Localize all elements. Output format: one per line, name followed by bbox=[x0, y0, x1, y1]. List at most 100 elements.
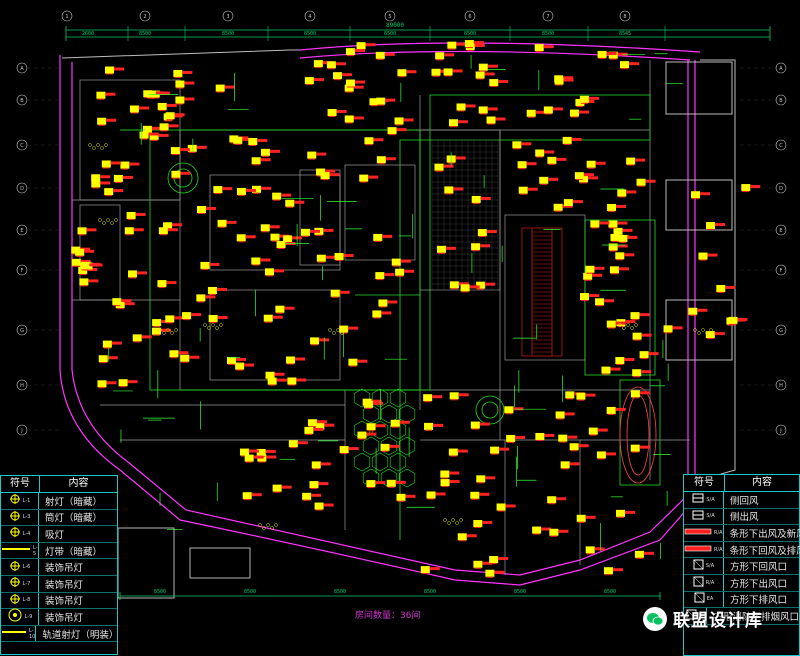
light-fixture-underline bbox=[81, 269, 89, 271]
light-fixture-tag bbox=[196, 206, 216, 215]
light-fixture-tag bbox=[535, 432, 555, 441]
light-fixture-tag bbox=[330, 289, 350, 298]
pendant-dot bbox=[106, 218, 110, 222]
light-fixture-label-bar bbox=[563, 78, 574, 82]
light-fixture-symbol bbox=[120, 161, 130, 169]
light-fixture-underline bbox=[346, 86, 354, 88]
light-fixture-underline bbox=[268, 384, 276, 386]
light-fixture-label-bar bbox=[166, 103, 177, 107]
light-fixture-symbol bbox=[440, 479, 450, 487]
light-fixture-tag bbox=[490, 446, 510, 455]
light-fixture-symbol bbox=[526, 109, 536, 117]
light-fixture-underline bbox=[435, 170, 443, 172]
light-fixture-label-bar bbox=[485, 476, 496, 480]
light-fixture-tag bbox=[242, 492, 262, 501]
light-fixture-symbol bbox=[315, 422, 325, 430]
light-fixture-symbol bbox=[376, 97, 386, 105]
light-fixture-tag bbox=[380, 443, 400, 452]
light-fixture-symbol bbox=[242, 492, 252, 500]
light-fixture-underline bbox=[513, 148, 521, 150]
light-fixture-symbol bbox=[473, 520, 483, 528]
light-fixture-tag bbox=[558, 434, 578, 443]
light-fixture-underline bbox=[580, 102, 588, 104]
light-fixture-underline bbox=[237, 241, 245, 243]
light-fixture-tag bbox=[630, 390, 650, 399]
light-fixture-label-bar bbox=[715, 223, 726, 227]
light-fixture-tag bbox=[532, 526, 552, 535]
light-fixture-symbol bbox=[364, 137, 374, 145]
light-fixture-underline bbox=[78, 234, 86, 236]
light-fixture-symbol bbox=[276, 241, 286, 249]
light-fixture-tag bbox=[126, 211, 146, 220]
pendant-dot bbox=[88, 143, 92, 147]
light-fixture-underline bbox=[427, 498, 435, 500]
light-fixture-underline bbox=[689, 314, 697, 316]
light-fixture-tag bbox=[535, 149, 555, 158]
pendant-dot bbox=[630, 326, 634, 330]
light-fixture-label-bar bbox=[160, 328, 171, 332]
light-fixture-tag bbox=[311, 461, 331, 470]
light-fixture-tag bbox=[549, 528, 569, 537]
light-fixture-underline bbox=[153, 326, 161, 328]
light-fixture-underline bbox=[106, 73, 114, 75]
light-fixture-underline bbox=[188, 151, 196, 153]
light-fixture-label-bar bbox=[648, 352, 659, 356]
light-fixture-symbol bbox=[558, 434, 568, 442]
light-fixture-tag bbox=[486, 116, 506, 125]
light-fixture-symbol bbox=[547, 156, 557, 164]
light-fixture-symbol bbox=[132, 334, 142, 342]
grid-marker-label: 1 bbox=[65, 14, 68, 20]
light-fixture-label-bar bbox=[335, 62, 346, 66]
light-fixture-symbol bbox=[236, 234, 246, 242]
light-fixture-underline bbox=[527, 116, 535, 118]
light-fixture-tag bbox=[456, 103, 476, 112]
light-fixture-symbol bbox=[316, 168, 326, 176]
light-fixture-tag bbox=[102, 340, 122, 349]
light-fixture-symbol bbox=[565, 391, 575, 399]
light-fixture-label-bar bbox=[449, 471, 460, 475]
light-fixture-underline bbox=[472, 202, 480, 204]
legend-code: L-9 bbox=[24, 613, 33, 620]
light-fixture-label-bar bbox=[106, 118, 117, 122]
light-fixture-label-bar bbox=[458, 393, 469, 397]
light-fixture-label-bar bbox=[381, 311, 392, 315]
grid-marker-label: 8 bbox=[623, 14, 626, 20]
light-fixture-symbol bbox=[91, 180, 101, 188]
light-fixture-underline bbox=[596, 305, 604, 307]
light-fixture-tag bbox=[443, 68, 463, 77]
light-fixture-label-bar bbox=[373, 138, 384, 142]
light-fixture-label-bar bbox=[750, 185, 761, 189]
hex-cell bbox=[389, 452, 407, 472]
light-fixture-label-bar bbox=[113, 189, 124, 193]
light-fixture-symbol bbox=[182, 312, 192, 320]
light-fixture-label-bar bbox=[635, 158, 646, 162]
light-fixture-symbol bbox=[275, 305, 285, 313]
light-fixture-tag bbox=[288, 440, 308, 449]
light-fixture-label-bar bbox=[624, 253, 635, 257]
light-fixture-underline bbox=[576, 105, 584, 107]
light-fixture-symbol bbox=[574, 172, 584, 180]
light-fixture-symbol bbox=[560, 461, 570, 469]
light-fixture-tag bbox=[226, 356, 246, 365]
grid-marker-label: F bbox=[780, 268, 783, 274]
light-fixture-symbol bbox=[165, 112, 175, 120]
light-fixture-tag bbox=[97, 380, 117, 389]
light-fixture-symbol bbox=[270, 233, 280, 241]
light-fixture-symbol bbox=[196, 294, 206, 302]
light-fixture-underline bbox=[151, 97, 159, 99]
light-fixture-tag bbox=[316, 254, 336, 263]
light-fixture-label-bar bbox=[457, 449, 468, 453]
light-fixture-underline bbox=[315, 509, 323, 511]
light-fixture-label-bar bbox=[86, 228, 97, 232]
grid-marker-label: B bbox=[20, 98, 24, 104]
light-fixture-label-bar bbox=[385, 157, 396, 161]
light-fixture-tag bbox=[151, 327, 171, 336]
light-fixture-tag bbox=[606, 406, 626, 415]
light-fixture-tag bbox=[235, 362, 255, 371]
light-fixture-label-bar bbox=[184, 81, 195, 85]
light-fixture-underline bbox=[387, 486, 395, 488]
light-fixture-symbol bbox=[251, 257, 261, 265]
light-fixture-underline bbox=[566, 398, 574, 400]
light-fixture-underline bbox=[113, 305, 121, 307]
light-fixture-label-bar bbox=[455, 156, 466, 160]
